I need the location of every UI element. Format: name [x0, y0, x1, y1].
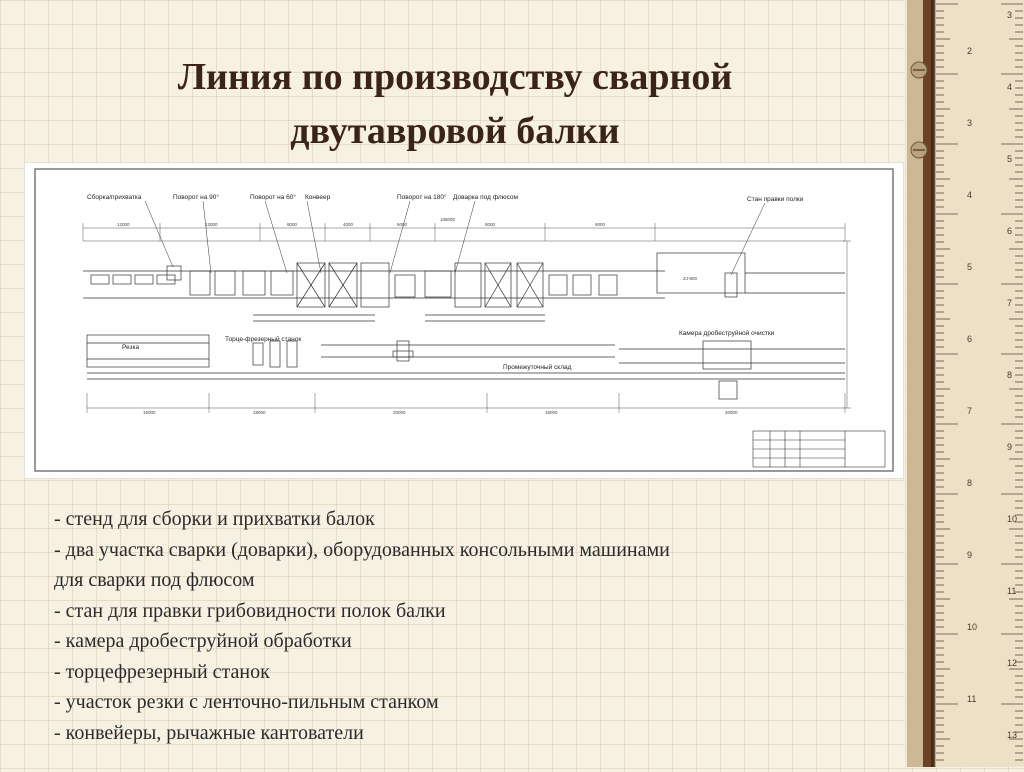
ruler-number: 11 — [967, 694, 976, 704]
machine-code-label: ZJ-800 — [683, 276, 698, 281]
ruler-number: 7 — [967, 406, 972, 416]
label-flux-weld: Доварка под флюсом — [453, 194, 519, 201]
label-turn-60: Поворот на 60° — [250, 193, 296, 201]
ruler-number: 6 — [967, 334, 972, 344]
label-turn-90: Поворот на 90° — [173, 193, 219, 201]
label-storage: Промежуточный склад — [503, 363, 572, 371]
bullet-list: - стенд для сборки и прихватки балок - д… — [54, 504, 904, 748]
ruler-number: 4 — [1007, 82, 1012, 92]
ruler-number: 5 — [967, 262, 972, 272]
ruler-face — [935, 0, 1024, 767]
dim-bottom-1: 15000 — [143, 410, 156, 415]
dim-top-4: 4000 — [343, 222, 354, 227]
drawing-svg: 12000 13000 8000 4000 6000 8000 9000 108… — [34, 168, 894, 472]
ruler-number: 8 — [967, 478, 972, 488]
dim-top-7: 9000 — [595, 222, 606, 227]
bottom-dimension-line — [86, 393, 846, 413]
slide-title: Линия по производству сварной двутаврово… — [0, 50, 910, 158]
slide-title-line-2: двутавровой балки — [290, 110, 620, 152]
ruler-number: 3 — [1007, 10, 1012, 20]
ruler-number: 3 — [967, 118, 972, 128]
dim-top-6: 8000 — [485, 222, 496, 227]
screw-icon — [910, 141, 928, 159]
callout-leaders — [144, 200, 766, 276]
bullet-item: - торцефрезерный станок — [54, 660, 270, 683]
ruler-number: 6 — [1007, 226, 1012, 236]
dim-top-total: 108000 — [440, 217, 456, 222]
right-dimension-line — [843, 240, 851, 409]
dim-top-1: 12000 — [117, 222, 130, 227]
dim-bottom-3: 20000 — [393, 410, 406, 415]
bullet-item: для сварки под флюсом — [54, 569, 255, 591]
label-assembly: Сборка/прихватка — [87, 193, 142, 201]
dim-top-3: 8000 — [287, 222, 298, 227]
ruler-number: 8 — [1007, 370, 1012, 380]
label-conveyor: Конвеер — [305, 194, 331, 201]
label-shot-blast: Камера дробеструйной очистки — [679, 329, 775, 337]
dim-top-2: 13000 — [205, 222, 218, 227]
dim-bottom-4: 18000 — [545, 410, 558, 415]
ruler-number: 11 — [1007, 586, 1016, 596]
bullet-item: - участок резки с ленточно-пильным станк… — [54, 691, 439, 713]
drawing-title-block — [752, 430, 886, 468]
label-straighten: Стан правки полки — [747, 196, 804, 203]
ruler-number: 9 — [1007, 442, 1012, 452]
bullet-item: - стан для правки грибовидности полок ба… — [54, 599, 446, 622]
decorative-ruler: 3 2 4 3 5 4 6 5 7 6 8 7 9 8 10 9 11 10 12 11 13 — [905, 0, 1024, 767]
bullet-item: - камера дробеструйной обработки — [54, 630, 352, 652]
label-turn-180: Поворот на 180° — [397, 193, 447, 201]
slide-title-line-1: Линия по производству сварной — [177, 56, 733, 98]
bullet-item: - стенд для сборки и прихватки балок — [54, 508, 375, 530]
ruler-number: 13 — [1007, 730, 1017, 740]
bullet-item: - конвейеры, рычажные кантователи — [54, 721, 364, 744]
ruler-wood-edge — [923, 0, 931, 767]
label-end-mill: Торце-фрезерный станок — [225, 335, 301, 343]
ruler-number: 7 — [1007, 298, 1012, 308]
label-cut: Резка — [122, 344, 139, 351]
top-dimension-line — [82, 223, 846, 242]
ruler-number: 4 — [967, 190, 972, 200]
ruler-svg: 3 2 4 3 5 4 6 5 7 6 8 7 9 8 10 9 11 10 12 11 13 — [905, 0, 1024, 767]
production-line-drawing: 12000 13000 8000 4000 6000 8000 9000 108… — [25, 163, 903, 478]
ruler-number: 5 — [1007, 154, 1012, 164]
upper-conveyor-line — [83, 252, 845, 322]
dim-bottom-2: 18000 — [253, 410, 266, 415]
ruler-number: 9 — [967, 550, 972, 560]
screw-icon — [910, 61, 928, 79]
drawing-frame — [34, 168, 894, 472]
bullet-item: - два участка сварки (доварки), оборудов… — [54, 538, 670, 561]
ruler-number: 10 — [967, 622, 977, 632]
dim-top-5: 6000 — [397, 222, 408, 227]
ruler-number: 10 — [1007, 514, 1017, 524]
ruler-number: 2 — [967, 46, 972, 56]
lower-line — [86, 334, 845, 400]
dim-bottom-5: 20000 — [725, 410, 738, 415]
ruler-number: 12 — [1007, 658, 1017, 668]
